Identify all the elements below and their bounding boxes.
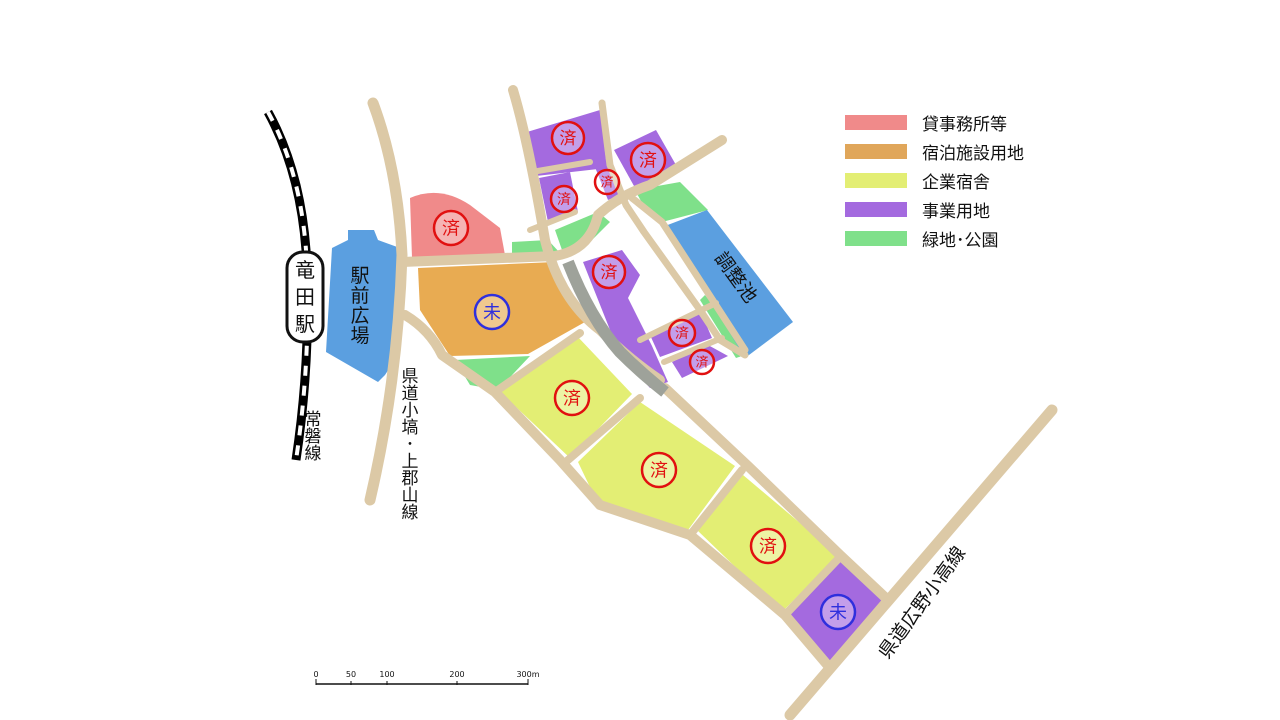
station-name-char: 駅 — [295, 312, 315, 336]
road-gray-section — [562, 259, 669, 397]
parcel-office — [410, 192, 505, 258]
station-name-char: 竜 — [295, 258, 315, 282]
road-inner-1 — [491, 329, 584, 396]
scale-tick-300: 300m — [516, 670, 539, 679]
status-done-mark — [640, 451, 678, 489]
status-done-mark — [432, 209, 470, 247]
vertical-label-char: 県 — [402, 367, 419, 387]
vertical-label-char: 小 — [402, 401, 419, 421]
status-mark-text: 済 — [639, 150, 657, 171]
scale-tick-50: 50 — [346, 670, 356, 679]
road-main-spine — [397, 135, 727, 267]
legend-item-business: 事業用地 — [845, 195, 1024, 224]
parcel-dorm-2 — [578, 402, 735, 530]
legend-item-office: 貸事務所等 — [845, 108, 1024, 137]
parcel-business-3 — [593, 160, 620, 200]
road-inner-4 — [781, 553, 844, 619]
status-done-mark — [629, 141, 667, 179]
legend-swatch — [845, 115, 907, 130]
parcel-hotel — [418, 262, 585, 356]
status-mark-text: 済 — [695, 355, 708, 371]
legend: 貸事務所等 宿泊施設用地 企業宿舎 事業用地 緑地･公園 — [845, 108, 1024, 253]
vertical-label-char: ･ — [406, 435, 415, 455]
parcel-green-strip — [700, 295, 745, 358]
status-mark-text: 済 — [601, 263, 618, 283]
vertical-label-char: 山 — [402, 486, 419, 506]
parcel-business-2 — [539, 172, 578, 222]
vertical-label-char: 塙 — [402, 418, 419, 438]
status-mark-text: 済 — [675, 326, 689, 342]
scale-bar: 0 50 100 200 300m — [313, 670, 540, 685]
parcel-dorm-1 — [500, 336, 632, 458]
parcel-business-7 — [672, 345, 728, 378]
status-mark-text: 済 — [560, 129, 577, 149]
roads — [364, 85, 1058, 720]
vertical-label-char: 前 — [350, 285, 369, 307]
station-name-char: 田 — [295, 285, 315, 309]
parcel-business-5 — [583, 250, 668, 388]
railway-label: 常磐線 — [305, 410, 322, 464]
railway-line — [264, 109, 312, 461]
road-pond-edge — [628, 194, 749, 354]
status-mark-text: 済 — [563, 388, 581, 409]
vertical-label-char: 常 — [305, 410, 322, 430]
status-done-mark — [593, 168, 621, 196]
vertical-label-char: 駅 — [350, 265, 369, 287]
parcel-dorm-3 — [697, 475, 838, 612]
vertical-label-char: 郡 — [402, 469, 419, 489]
station-sign: 竜 田 駅 — [285, 250, 325, 344]
road-southwest-edge — [400, 310, 835, 673]
status-done-mark — [688, 348, 716, 376]
status-mark-text: 未 — [483, 302, 501, 323]
scale-tick-200: 200 — [449, 670, 464, 679]
status-done-mark — [667, 318, 697, 348]
legend-label: 緑地･公園 — [922, 231, 999, 251]
status-done-mark — [591, 254, 627, 290]
station-plaza — [326, 230, 400, 382]
road-inner-2 — [564, 394, 644, 464]
legend-item-dorm: 企業宿舎 — [845, 166, 1024, 195]
legend-swatch — [845, 173, 907, 188]
status-mark-text: 済 — [557, 192, 571, 208]
status-mark-text: 済 — [600, 175, 613, 191]
status-pending-mark — [819, 593, 857, 631]
legend-label: 貸事務所等 — [922, 115, 1007, 135]
status-done-mark — [553, 379, 591, 417]
status-pending-mark — [473, 293, 511, 331]
legend-item-green: 緑地･公園 — [845, 224, 1024, 253]
vertical-label-char: 道 — [402, 384, 419, 404]
road-southeast-edge — [660, 383, 893, 605]
vertical-label-char: 上 — [402, 452, 419, 472]
status-done-mark — [550, 120, 586, 156]
status-mark-text: 未 — [829, 602, 847, 623]
regulating-pond — [665, 210, 793, 358]
vertical-label-char: 線 — [305, 444, 322, 464]
parcel-business-6 — [650, 310, 712, 357]
scale-tick-100: 100 — [379, 670, 394, 679]
road-inner-3 — [686, 466, 746, 539]
vertical-label-char: 場 — [350, 325, 369, 347]
vertical-label-char: 磐 — [305, 427, 322, 447]
road-block-inner — [527, 159, 725, 365]
status-done-mark — [749, 527, 787, 565]
road-east-prefectural — [784, 404, 1058, 720]
scale-tick-0: 0 — [313, 670, 318, 679]
legend-label: 宿泊施設用地 — [922, 144, 1024, 164]
vertical-label-char: 線 — [402, 503, 419, 523]
status-done-mark — [549, 184, 579, 214]
legend-label: 事業用地 — [922, 202, 990, 222]
legend-swatch — [845, 231, 907, 246]
legend-item-hotel: 宿泊施設用地 — [845, 137, 1024, 166]
status-mark-text: 済 — [759, 536, 777, 557]
vertical-label-char: 広 — [350, 305, 369, 327]
status-mark-text: 済 — [650, 460, 668, 481]
legend-swatch — [845, 202, 907, 217]
legend-swatch — [845, 144, 907, 159]
status-mark-text: 済 — [442, 218, 460, 239]
legend-label: 企業宿舎 — [922, 173, 990, 193]
